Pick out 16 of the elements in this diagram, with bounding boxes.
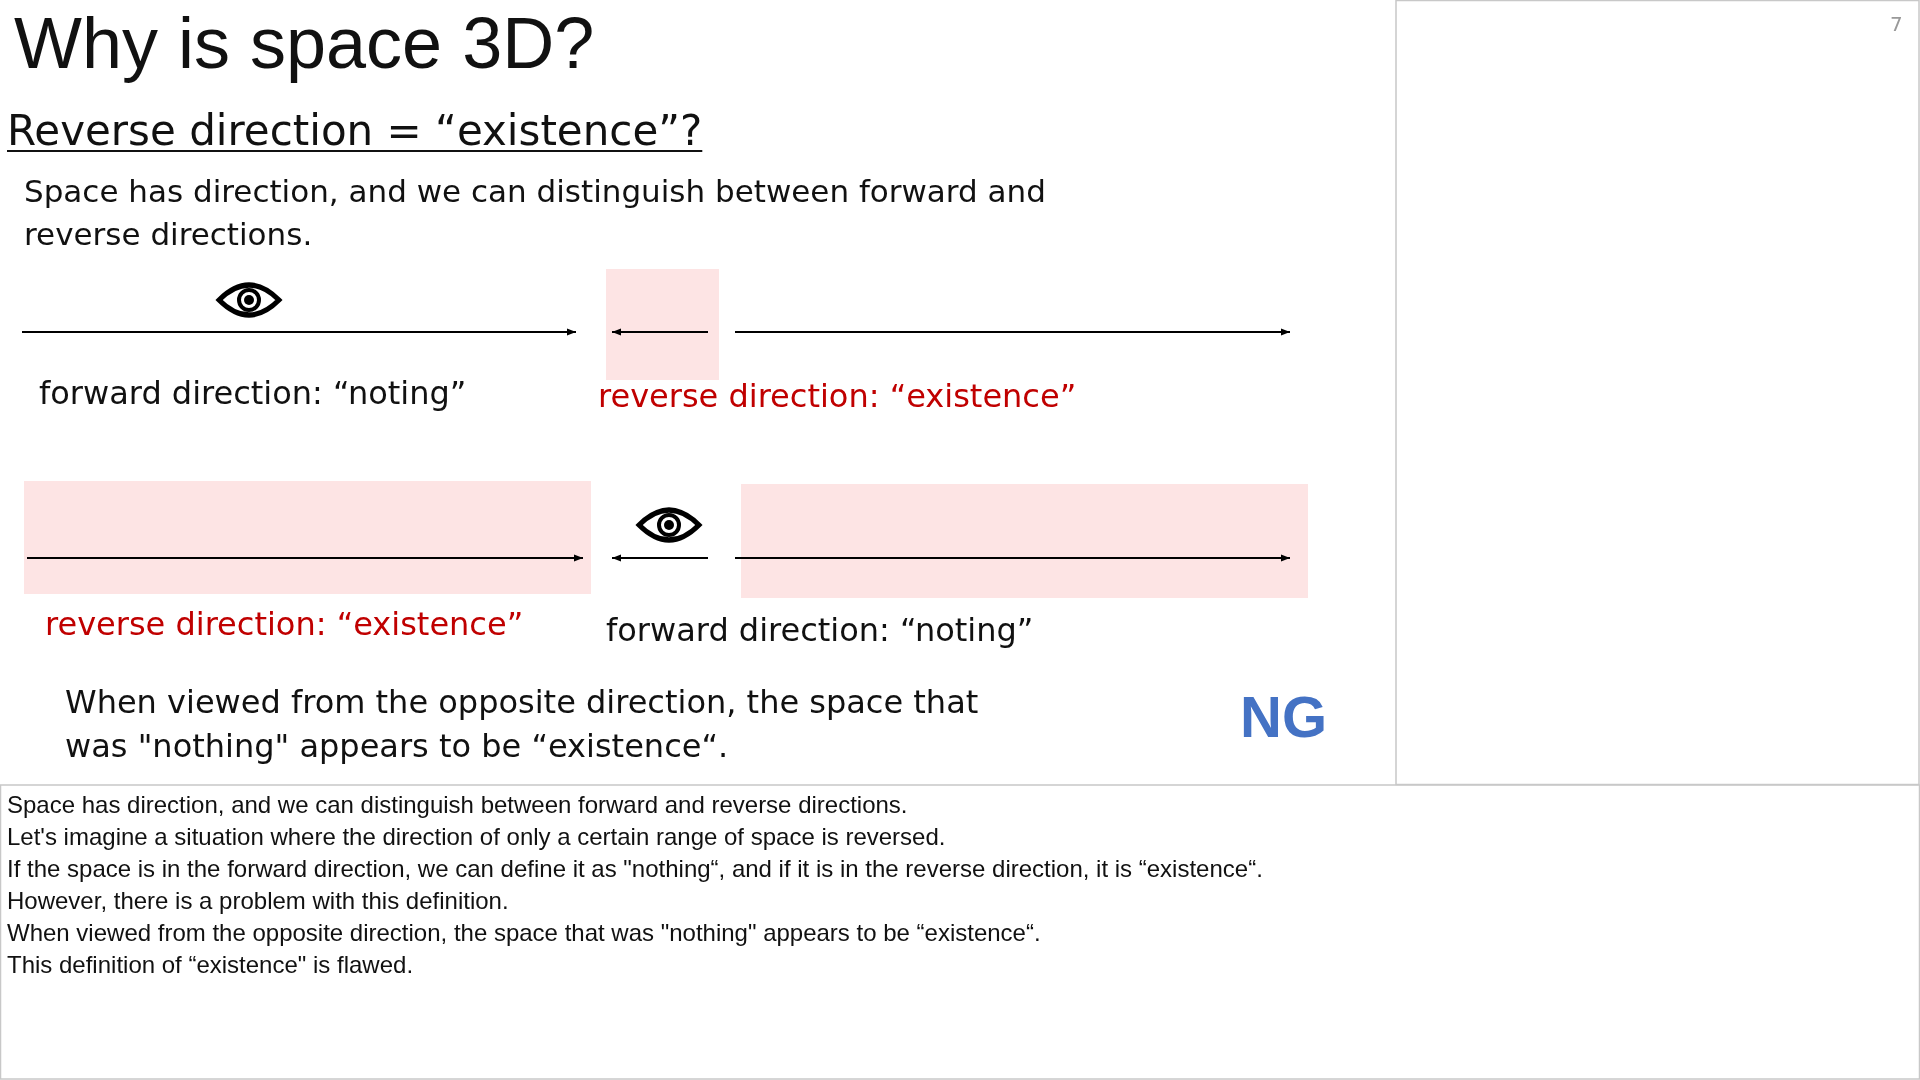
slide-title: Why is space 3D? bbox=[14, 2, 595, 84]
conclusion-text: When viewed from the opposite direction, the space that was "nothing" appears to be “existence“. bbox=[65, 682, 980, 767]
notes-line: Let's imagine a situation where the direction of only a certain range of space is reversed. bbox=[7, 823, 946, 851]
notes-line: However, there is a problem with this definition. bbox=[7, 887, 509, 915]
notes-line: Space has direction, and we can distinguish between forward and reverse directions. bbox=[7, 791, 908, 819]
notes-line: When viewed from the opposite direction, the space that was "nothing" appears to be “existence“. bbox=[7, 919, 1041, 947]
direction-label: reverse direction: “existence” bbox=[45, 605, 524, 643]
slide-number: 7 bbox=[1890, 12, 1903, 36]
section-heading: Reverse direction = “existence”? bbox=[7, 106, 703, 155]
notes-line: This definition of “existence" is flawed. bbox=[7, 951, 414, 979]
verdict-text: NG bbox=[1240, 683, 1327, 750]
direction-label: forward direction: “noting” bbox=[39, 374, 467, 412]
direction-label: reverse direction: “existence” bbox=[598, 377, 1077, 415]
notes-line: If the space is in the forward direction, we can define it as "nothing“, and if it is in the reverse direction, it is “existence“. bbox=[7, 855, 1263, 883]
intro-text: Space has direction, and we can distinguish between forward and reverse directions. bbox=[24, 172, 1047, 254]
direction-label: forward direction: “noting” bbox=[606, 611, 1034, 649]
